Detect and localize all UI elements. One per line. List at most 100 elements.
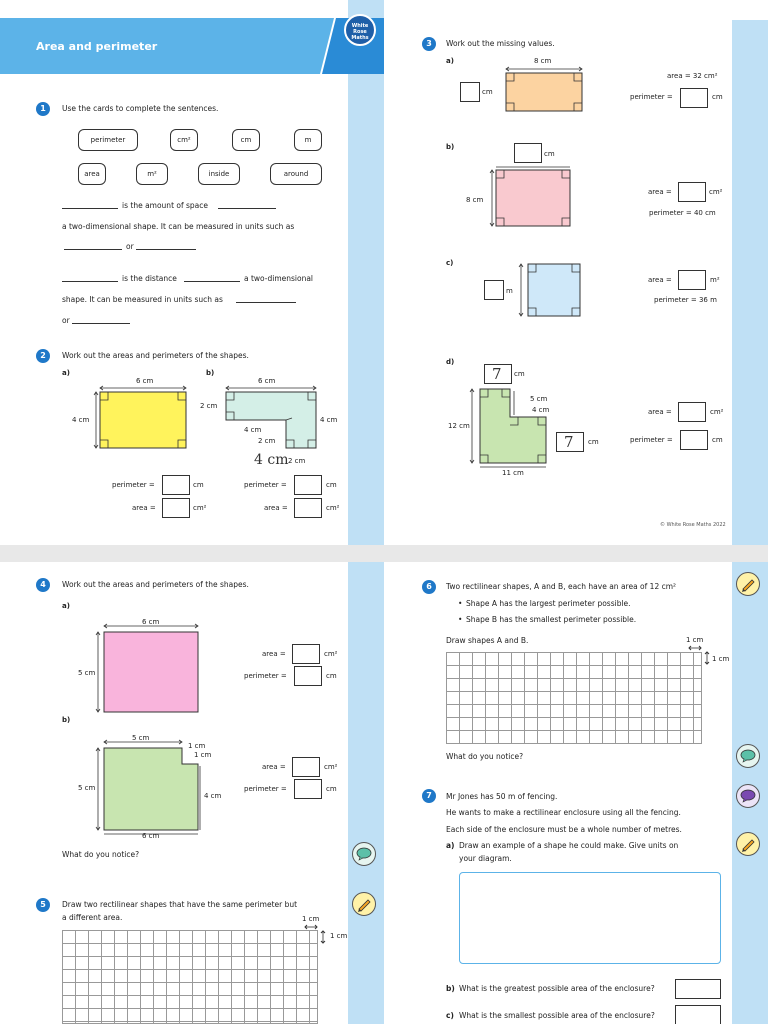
answer-blank[interactable]: [184, 274, 240, 282]
answer-box[interactable]: [556, 432, 584, 452]
answer-box[interactable]: [162, 475, 190, 495]
perimeter-label: perimeter =: [244, 481, 287, 489]
dimension-label: 2 cm: [200, 402, 218, 410]
answer-box[interactable]: [292, 757, 320, 777]
answer-box[interactable]: [294, 779, 322, 799]
q6-draw: Draw shapes A and B.: [446, 636, 529, 645]
word-card[interactable]: around: [270, 163, 322, 185]
bullet-dot: •: [458, 599, 463, 608]
worksheet-page-1: Area and perimeter White Rose Maths 1 Us…: [0, 0, 384, 545]
word-card[interactable]: m: [294, 129, 322, 151]
dimension-label: 1 cm: [188, 742, 206, 750]
dimension-label: 8 cm: [466, 196, 484, 204]
dimension-label: 4 cm: [72, 416, 90, 424]
q2-instruction: Work out the areas and perimeters of the…: [62, 351, 249, 360]
drawing-grid[interactable]: [62, 930, 318, 1024]
dimension-label: 5 cm: [132, 734, 150, 742]
perimeter-label: perimeter =: [630, 436, 673, 444]
q1-instruction: Use the cards to complete the sentences.: [62, 104, 219, 113]
sentence-text: is the amount of space: [122, 201, 209, 210]
shape-3a-rectangle: [505, 66, 583, 112]
word-card[interactable]: perimeter: [78, 129, 138, 151]
q5-line1: Draw two rectilinear shapes that have th…: [62, 900, 298, 909]
word-card[interactable]: cm²: [170, 129, 198, 151]
part-label: a): [62, 369, 70, 377]
answer-box[interactable]: [484, 364, 512, 384]
dimension-label: 5 cm: [78, 784, 96, 792]
unit-label: cm: [712, 93, 723, 101]
answer-box[interactable]: [678, 182, 706, 202]
pencil-icon: [352, 892, 376, 916]
part-label: d): [446, 358, 455, 366]
answer-blank[interactable]: [62, 201, 118, 209]
answer-box[interactable]: [294, 475, 322, 495]
part-label: c): [446, 1011, 454, 1020]
unit-arrow-icon: [320, 930, 326, 944]
word-card[interactable]: m²: [136, 163, 168, 185]
answer-box[interactable]: [680, 430, 708, 450]
area-label: area =: [648, 276, 672, 284]
side-stripe: [348, 0, 384, 545]
part-label: a): [446, 57, 454, 65]
area-label: area =: [262, 650, 286, 658]
dimension-label: 1 cm: [194, 751, 212, 759]
q7b-text: What is the greatest possible area of th…: [459, 984, 655, 993]
unit-label: cm²: [710, 408, 724, 416]
answer-box[interactable]: [484, 280, 504, 300]
grid-unit-label: 1 cm: [686, 636, 704, 644]
bullet-dot: •: [458, 615, 463, 624]
word-card[interactable]: cm: [232, 129, 260, 151]
dimension-label: 2 cm: [258, 437, 276, 445]
unit-label: cm: [482, 88, 493, 96]
q7a-text: Draw an example of a shape he could make…: [459, 841, 679, 850]
unit-label: cm: [193, 481, 204, 489]
drawing-answer-box[interactable]: [459, 872, 721, 964]
question-number: 3: [422, 37, 436, 51]
unit-label: cm: [544, 150, 555, 158]
area-label: area =: [264, 504, 288, 512]
question-number: 1: [36, 102, 50, 116]
unit-label: cm: [326, 785, 337, 793]
answer-box[interactable]: [680, 88, 708, 108]
dimension-label: 5 cm: [78, 669, 96, 677]
area-label: area =: [648, 188, 672, 196]
answer-blank[interactable]: [218, 201, 276, 209]
unit-label: cm: [514, 370, 525, 378]
sentence-text: shape. It can be measured in units such …: [62, 295, 223, 304]
answer-box[interactable]: [162, 498, 190, 518]
answer-blank[interactable]: [236, 295, 296, 303]
sentence-text: a two-dimensional shape. It can be measu…: [62, 222, 295, 231]
answer-box[interactable]: [460, 82, 480, 102]
answer-box[interactable]: [294, 666, 322, 686]
answer-blank[interactable]: [72, 316, 130, 324]
answer-box[interactable]: [292, 644, 320, 664]
answer-blank[interactable]: [62, 274, 118, 282]
answer-box[interactable]: [294, 498, 322, 518]
question-number: 2: [36, 349, 50, 363]
q6-bullet: Shape A has the largest perimeter possib…: [466, 599, 631, 608]
answer-blank[interactable]: [64, 242, 122, 250]
dimension-label: 6 cm: [142, 832, 160, 840]
q7a-text: your diagram.: [459, 854, 512, 863]
q7-line2: He wants to make a rectilinear enclosure…: [446, 808, 681, 817]
word-card[interactable]: inside: [198, 163, 240, 185]
drawing-grid[interactable]: [446, 652, 702, 744]
perimeter-label: perimeter =: [112, 481, 155, 489]
unit-label: cm²: [326, 504, 340, 512]
dimension-label: 8 cm: [534, 57, 552, 65]
part-label: c): [446, 259, 454, 267]
shape-2b-l-shape: [225, 385, 317, 449]
word-card[interactable]: area: [78, 163, 106, 185]
answer-box[interactable]: [514, 143, 542, 163]
unit-label: m: [506, 287, 513, 295]
answer-box[interactable]: [675, 979, 721, 999]
question-number: 7: [422, 789, 436, 803]
answer-box[interactable]: [678, 402, 706, 422]
answer-blank[interactable]: [136, 242, 196, 250]
unit-arrow-icon: [304, 924, 318, 930]
part-label: a): [62, 602, 70, 610]
unit-label: cm²: [193, 504, 207, 512]
answer-box[interactable]: [675, 1005, 721, 1024]
part-label: b): [206, 369, 215, 377]
answer-box[interactable]: [678, 270, 706, 290]
